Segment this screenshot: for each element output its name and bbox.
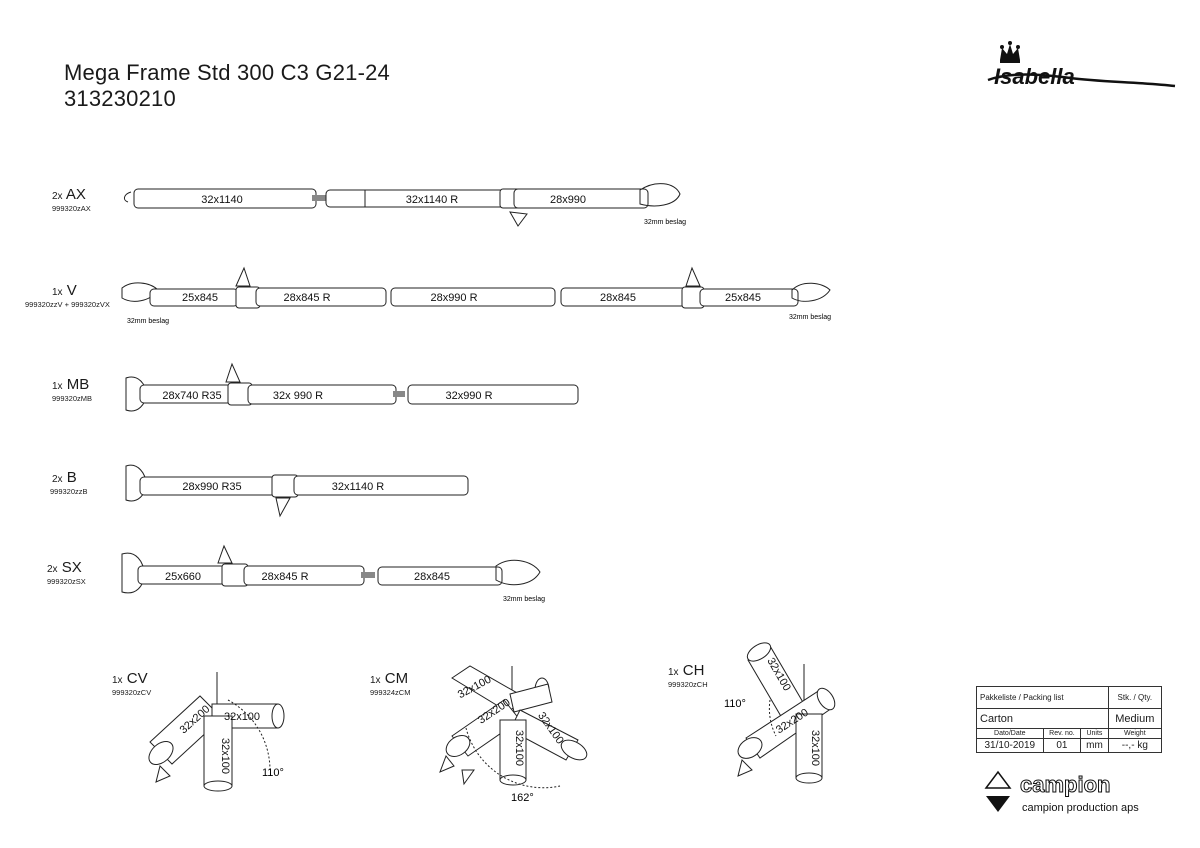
campion-logo: campion campion production aps [980,768,1170,818]
tube-label: 25x660 [165,571,201,583]
connector-label-cv: 1x CV [112,670,148,687]
part-mb-assembly: 28x740 R35 32x 990 R 32x990 R [125,362,579,412]
page-title: Mega Frame Std 300 C3 G21-24 [64,60,390,85]
tube-label: 32x1140 [201,194,242,206]
tube-label: 32x 990 R [273,390,323,402]
part-code-sx: 999320zSX [47,577,86,586]
part-code-ax: 999320zAX [52,204,91,213]
part-code-v: 999320zzV + 999320zVX [25,300,110,309]
tube-label: 32x1140 R [332,481,384,493]
article-number: 313230210 [64,86,176,111]
part-code-b: 999320zzB [50,487,88,496]
tube-label: 28x845 [414,571,450,583]
fitting-note: 32mm beslag [644,219,686,226]
connector-label: 32x100 [219,738,231,774]
date-label: Dato/Date [976,728,1044,739]
weight-label: Weight [1107,728,1163,739]
tube-label: 32x990 R [445,390,492,402]
connector-label: 32x100 [224,711,260,723]
packing-date: 31/10-2019 [976,738,1044,753]
units-label: Units [1080,728,1109,739]
connector-angle: 110° [262,767,284,779]
connector-label-cm: 1x CM [370,670,409,687]
part-sx-assembly: 25x660 28x845 R 28x845 32mm beslag [121,544,545,603]
packing-title: Pakkeliste / Packing list [976,686,1109,709]
part-v-assembly: 25x845 28x845 R 28x990 R 28x845 25x845 3… [121,266,831,325]
tube-label: 28x990 R [430,292,477,304]
part-code-mb: 999320zMB [52,394,93,403]
connector-label: 32x100 [513,730,525,766]
part-b-assembly: 28x990 R35 32x1140 R [125,464,469,518]
fitting-note: 32mm beslag [127,318,169,325]
packing-item-qty: Medium [1107,708,1163,729]
connector-angle: 162° [511,792,534,804]
part-label-ax: 2x AX [52,186,86,203]
fitting-note: 32mm beslag [789,314,831,321]
tube-label: 25x845 [725,292,761,304]
packing-units: mm [1080,738,1109,753]
part-label-sx: 2x SX [47,559,82,576]
tube-label: 28x845 R [283,292,330,304]
fitting-note: 32mm beslag [503,596,545,603]
part-label-v: 1x V [52,282,77,299]
connector-code-cm: 999324zCM [370,688,411,697]
tube-label: 28x990 [550,194,586,206]
svg-text:campion production aps: campion production aps [1022,802,1139,814]
tube-label: 25x845 [182,292,218,304]
connector-cm: 32x100 32x200 32x100 32x100 162° [439,665,588,804]
svg-text:campion: campion [1020,772,1110,797]
triangle-logo-icon [984,770,1012,812]
crown-icon [1000,41,1020,63]
connector-code-cv: 999320zCV [112,688,152,697]
rev-label: Rev. no. [1042,728,1082,739]
packing-rev: 01 [1042,738,1082,753]
tube-label: 28x845 R [261,571,308,583]
tube-label: 28x990 R35 [182,481,241,493]
part-ax-assembly: 32x1140 32x1140 R 28x990 32mm beslag [123,183,686,227]
tube-label: 28x845 [600,292,636,304]
connector-code-ch: 999320zCH [668,680,708,689]
connector-angle: 110° [724,698,746,710]
connector-label-ch: 1x CH [668,662,705,679]
isabella-logo: Isabella [980,38,1180,98]
connector-cv: 32x200 32x100 32x100 110° [148,672,285,792]
packing-qty-header: Stk. / Qty. [1107,686,1163,709]
tube-label: 28x740 R35 [162,390,221,402]
packing-list: Pakkeliste / Packing list Stk. / Qty. Ca… [976,686,1163,753]
part-label-b: 2x B [52,469,77,486]
svg-text:Isabella: Isabella [994,64,1075,89]
connector-ch: 32x100 32x200 32x100 110° [724,642,836,784]
packing-weight: --,- kg [1107,738,1163,753]
connector-label: 32x100 [809,730,821,766]
tube-label: 32x1140 R [406,194,458,206]
part-label-mb: 1x MB [52,376,90,393]
packing-item: Carton [976,708,1109,729]
